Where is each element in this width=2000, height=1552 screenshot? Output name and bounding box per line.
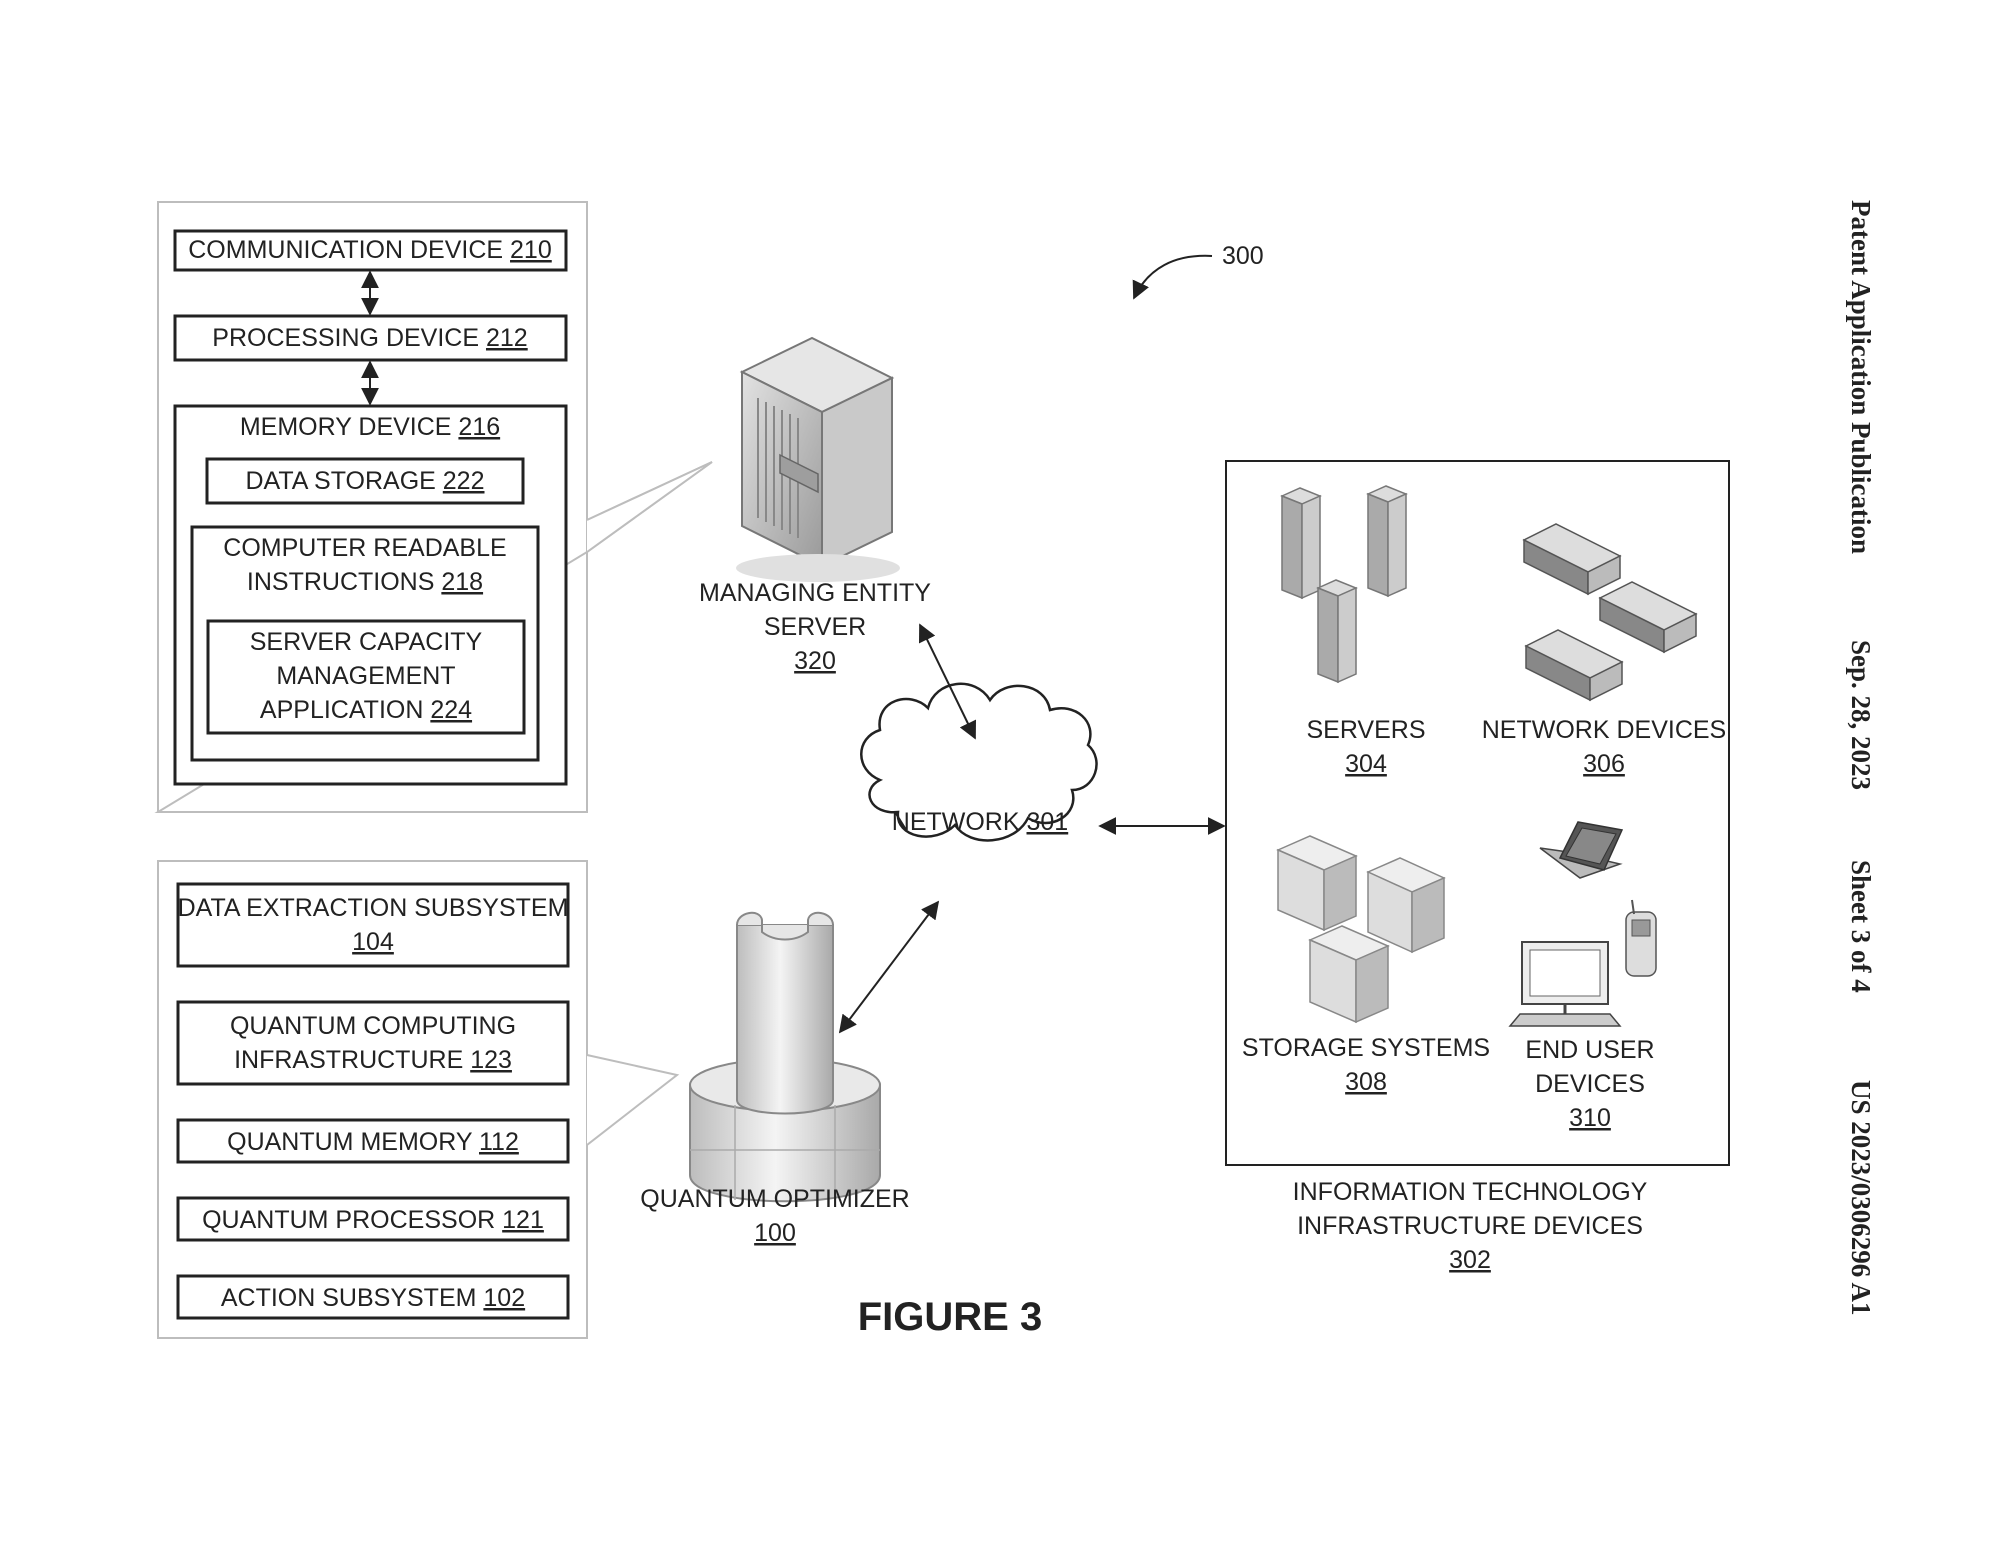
data-storage-box — [205, 457, 525, 505]
instructions-label-line1: COMPUTER READABLE — [223, 534, 506, 562]
it-infrastructure-line1: INFORMATION TECHNOLOGY — [1293, 1178, 1648, 1206]
server-tower-icon — [736, 336, 900, 582]
application-box — [206, 619, 526, 735]
network-devices-label: NETWORK DEVICES — [1482, 716, 1726, 744]
end-user-devices-number: 310 — [1569, 1104, 1611, 1132]
end-user-devices-line2: DEVICES — [1535, 1070, 1645, 1098]
data-extraction-box — [176, 882, 570, 968]
memory-device-label: MEMORY DEVICE 216 — [240, 413, 500, 441]
data-extraction-number: 104 — [352, 928, 394, 956]
network: NETWORK 301 — [860, 682, 1098, 842]
network-label: NETWORK 301 — [892, 808, 1068, 836]
managing-server-line1: MANAGING ENTITY — [699, 579, 931, 607]
storage-systems-label: STORAGE SYSTEMS — [1242, 1034, 1490, 1062]
quantum-processor-box — [176, 1196, 570, 1242]
servers-number: 304 — [1345, 750, 1387, 778]
communication-device-label: COMMUNICATION DEVICE 210 — [188, 236, 552, 264]
publication-number: US 2023/0306296 A1 — [1846, 1080, 1876, 1316]
processing-device-label: PROCESSING DEVICE 212 — [212, 324, 527, 352]
quantum-infrastructure-box — [176, 1000, 570, 1086]
processing-device-box — [173, 314, 568, 362]
quantum-memory-box — [176, 1118, 570, 1164]
instructions-label-line2: INSTRUCTIONS 218 — [247, 568, 483, 596]
end-user-devices-icon — [1508, 821, 1657, 1027]
application-label-line3: APPLICATION 224 — [260, 696, 472, 724]
quantum-optimizer: QUANTUM OPTIMIZER 100 — [640, 911, 910, 1247]
figure-label: FIGURE 3 — [858, 1295, 1042, 1339]
callout-pointer — [586, 461, 713, 553]
data-extraction-label: DATA EXTRACTION SUBSYSTEM — [178, 894, 569, 922]
data-storage-label: DATA STORAGE 222 — [246, 467, 485, 495]
quantum-infrastructure-line2: INFRASTRUCTURE 123 — [234, 1046, 512, 1074]
quantum-optimizer-number: 100 — [754, 1219, 796, 1247]
action-subsystem-box — [176, 1274, 570, 1320]
side-header: Patent Application Publication Sep. 28, … — [1846, 200, 1876, 1316]
storage-systems-number: 308 — [1345, 1068, 1387, 1096]
action-subsystem-label: ACTION SUBSYSTEM 102 — [221, 1284, 525, 1312]
network-optimizer-arrow — [838, 900, 940, 1034]
publication-type: Patent Application Publication — [1846, 200, 1876, 554]
optimizer-detail-callout: DATA EXTRACTION SUBSYSTEM 104 QUANTUM CO… — [157, 860, 680, 1339]
it-infrastructure: SERVERS 304 NETWORK DEVICES 306 — [1225, 460, 1730, 1274]
end-user-devices-line1: END USER — [1525, 1036, 1654, 1064]
quantum-optimizer-label: QUANTUM OPTIMIZER — [640, 1185, 909, 1213]
server-detail-callout: COMMUNICATION DEVICE 210 PROCESSING DEVI… — [154, 201, 713, 813]
server-network-arrow — [918, 623, 977, 740]
managing-server-number: 320 — [794, 647, 836, 675]
network-devices-number: 306 — [1583, 750, 1625, 778]
quantum-infrastructure-line1: QUANTUM COMPUTING — [230, 1012, 516, 1040]
application-label-line1: SERVER CAPACITY — [250, 628, 483, 656]
servers-label: SERVERS — [1306, 716, 1425, 744]
storage-systems-icon — [1276, 835, 1446, 1024]
communication-device-box — [173, 229, 568, 272]
figure-reference: 300 — [1132, 242, 1264, 300]
network-devices-icon — [1522, 523, 1698, 702]
it-infrastructure-number: 302 — [1449, 1246, 1491, 1274]
figure-ref-arrow — [1132, 254, 1213, 300]
it-infrastructure-line2: INFRASTRUCTURE DEVICES — [1297, 1212, 1643, 1240]
application-label-line2: MANAGEMENT — [276, 662, 455, 690]
managing-server: MANAGING ENTITY SERVER 320 — [699, 336, 931, 675]
quantum-processor-label: QUANTUM PROCESSOR 121 — [202, 1206, 544, 1234]
publication-date: Sep. 28, 2023 — [1846, 640, 1876, 790]
managing-server-line2: SERVER — [764, 613, 866, 641]
server-detail-outline — [157, 201, 588, 813]
optimizer-callout-pointer — [586, 1054, 680, 1146]
figure-ref-number: 300 — [1222, 242, 1264, 270]
servers-icon — [1280, 485, 1408, 684]
quantum-memory-label: QUANTUM MEMORY 112 — [227, 1128, 519, 1156]
quantum-optimizer-icon — [689, 911, 881, 1203]
sheet-number: Sheet 3 of 4 — [1846, 860, 1876, 993]
